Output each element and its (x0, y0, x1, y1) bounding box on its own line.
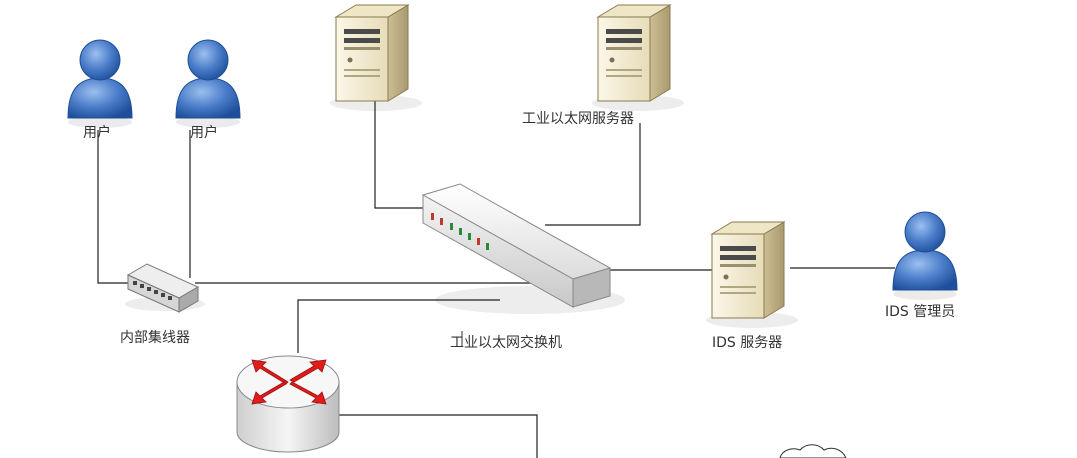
server-ethernet-icon (591, 4, 685, 112)
router-icon (236, 355, 340, 453)
connection-lines (97, 100, 895, 458)
link-router-down (320, 414, 538, 458)
label-switch: 工业以太网交换机 (450, 335, 562, 351)
link-user1-hub (97, 130, 130, 284)
label-user-2: 用户 (190, 125, 218, 141)
ids-server-icon (705, 221, 799, 329)
label-ids-admin: IDS 管理员 (885, 304, 956, 320)
label-hub: 内部集线器 (120, 330, 190, 346)
ids-admin-icon (892, 211, 958, 301)
server-top-icon (329, 4, 423, 112)
router-arrows (251, 359, 327, 405)
label-ids-server: IDS 服务器 (712, 335, 783, 351)
label-ethernet-server: 工业以太网服务器 (522, 111, 634, 127)
switch-icon (421, 183, 625, 314)
switch-port-lights (431, 213, 489, 250)
label-user-1: 用户 (83, 125, 111, 141)
user-1-icon (67, 39, 133, 129)
hub-icon (125, 263, 205, 313)
cloud-icon (779, 444, 847, 458)
link-switch-router (297, 299, 500, 353)
link-server-switch (374, 100, 423, 209)
link-ethernetserver-switch (545, 123, 641, 226)
user-2-icon (175, 39, 241, 129)
